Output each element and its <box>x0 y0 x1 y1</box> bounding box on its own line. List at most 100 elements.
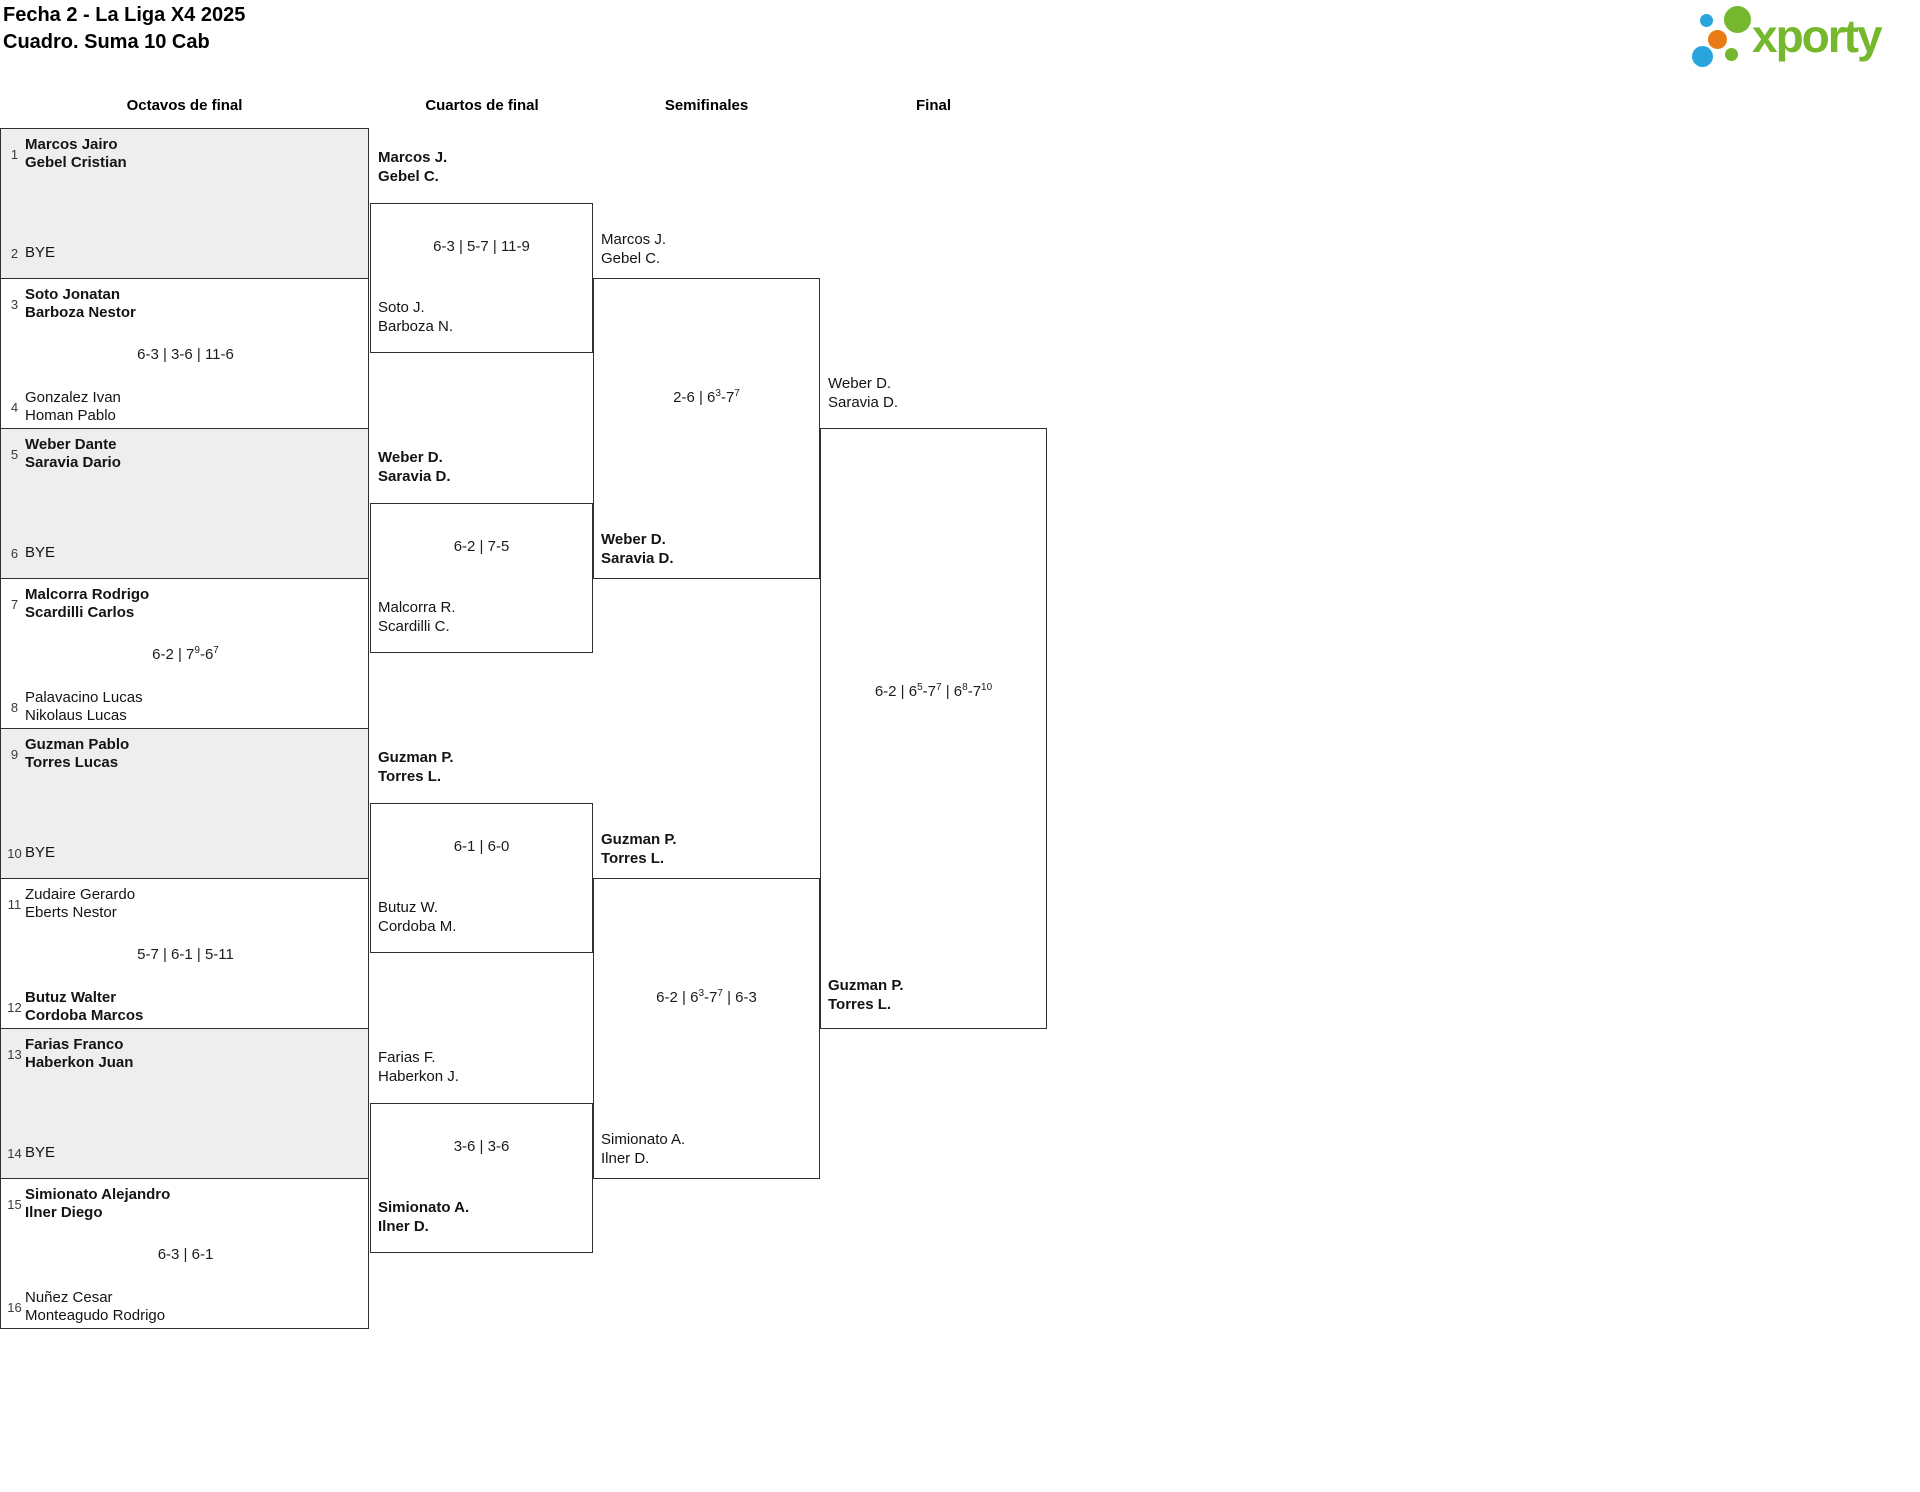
bracket-subtitle: Cuadro. Suma 10 Cab <box>3 31 210 53</box>
logo-dot-orange <box>1708 30 1727 49</box>
player-name: Gonzalez Ivan <box>25 389 121 406</box>
round-header-final: Final <box>915 97 951 114</box>
player-name: Soto Jonatan <box>25 286 121 303</box>
page-title: Fecha 2 - La Liga X4 2025 Cuadro. Suma 1… <box>3 2 245 56</box>
seed-number: 6 <box>10 545 19 561</box>
match-score: 6-3 | 6-1 <box>157 1246 214 1263</box>
player-name: Gebel Cristian <box>25 154 127 171</box>
qf3-team-bottom: Butuz W. Cordoba M. <box>378 899 457 935</box>
bye-entry: 14 BYE <box>4 1144 55 1162</box>
qf4-score: 3-6 | 3-6 <box>453 1138 510 1155</box>
player-name: Ilner Diego <box>25 1204 103 1221</box>
final-team-bottom: Guzman P. Torres L. <box>828 977 904 1013</box>
player-name: Eberts Nestor <box>25 904 117 921</box>
player-name: Marcos Jairo <box>25 136 118 153</box>
player-name: Malcorra Rodrigo <box>25 586 150 603</box>
qf2-connector <box>370 503 593 653</box>
team-entry: 8 Palavacino Lucas Nikolaus Lucas <box>4 689 143 725</box>
player-name: Simionato Alejandro <box>25 1186 171 1203</box>
final-score: 6-2 | 65-77 | 68-710 <box>874 682 993 701</box>
seed-number: 3 <box>10 296 19 312</box>
r16-box-6: 11 Zudaire Gerardo Eberts Nestor 5-7 | 6… <box>0 878 369 1029</box>
seed-number: 8 <box>10 699 19 715</box>
bye-label: BYE <box>25 244 56 261</box>
team-name: Simionato Alejandro Ilner Diego <box>25 1186 170 1222</box>
team-name: Butuz Walter Cordoba Marcos <box>25 989 143 1025</box>
team-entry: 13 Farias Franco Haberkon Juan <box>4 1036 133 1072</box>
team-entry: 16 Nuñez Cesar Monteagudo Rodrigo <box>4 1289 165 1325</box>
seed-number: 14 <box>7 1145 22 1161</box>
sf1-team-top: Marcos J. Gebel C. <box>601 231 667 267</box>
team-name: Farias Franco Haberkon Juan <box>25 1036 133 1072</box>
player-name: Zudaire Gerardo <box>25 886 136 903</box>
player-name: Butuz Walter <box>25 989 117 1006</box>
logo-dot-blue-small <box>1700 14 1713 27</box>
team-name: Malcorra Rodrigo Scardilli Carlos <box>25 586 149 622</box>
team-entry: 11 Zudaire Gerardo Eberts Nestor <box>4 886 135 922</box>
bye-entry: 2 BYE <box>4 244 55 262</box>
qf2-team-top: Weber D. Saravia D. <box>378 449 451 485</box>
seed-number: 10 <box>7 845 22 861</box>
xporty-logo[interactable]: xporty <box>1686 2 1918 70</box>
sf1-connector <box>593 278 820 579</box>
player-name: Barboza Nestor <box>25 304 136 321</box>
sf1-team-bottom: Weber D. Saravia D. <box>601 531 674 567</box>
r16-box-3: 5 Weber Dante Saravia Dario 6 BYE <box>0 428 369 579</box>
seed-number: 16 <box>7 1299 22 1315</box>
bye-label: BYE <box>25 1144 56 1161</box>
seed-number: 2 <box>10 245 19 261</box>
player-name: Farias Franco <box>25 1036 124 1053</box>
seed-number: 5 <box>10 446 19 462</box>
logo-dot-green-large <box>1724 6 1751 33</box>
seed-number: 13 <box>7 1046 22 1062</box>
qf4-team-top: Farias F. Haberkon J. <box>378 1049 459 1085</box>
seed-number: 9 <box>10 746 19 762</box>
match-score: 5-7 | 6-1 | 5-11 <box>137 946 234 963</box>
player-name: Guzman Pablo <box>25 736 130 753</box>
team-name: Nuñez Cesar Monteagudo Rodrigo <box>25 1289 165 1325</box>
r16-box-4: 7 Malcorra Rodrigo Scardilli Carlos 6-2 … <box>0 578 369 729</box>
seed-number: 12 <box>7 999 22 1015</box>
sf1-score: 2-6 | 63-77 <box>673 388 740 407</box>
bye-entry: 10 BYE <box>4 844 55 862</box>
qf3-connector <box>370 803 593 953</box>
qf1-score: 6-3 | 5-7 | 11-9 <box>433 238 530 255</box>
qf4-team-bottom: Simionato A. Ilner D. <box>378 1199 470 1235</box>
team-entry: 5 Weber Dante Saravia Dario <box>4 436 121 472</box>
seed-number: 1 <box>10 146 19 162</box>
final-connector <box>820 428 1047 1029</box>
match-score: 6-3 | 3-6 | 11-6 <box>137 346 234 363</box>
team-entry: 9 Guzman Pablo Torres Lucas <box>4 736 129 772</box>
r16-box-2: 3 Soto Jonatan Barboza Nestor 6-3 | 3-6 … <box>0 278 369 429</box>
qf3-score: 6-1 | 6-0 <box>453 838 510 855</box>
player-name: Haberkon Juan <box>25 1054 134 1071</box>
qf1-connector <box>370 203 593 353</box>
round-header-octavos: Octavos de final <box>126 97 243 114</box>
r16-box-8: 15 Simionato Alejandro Ilner Diego 6-3 |… <box>0 1178 369 1329</box>
team-name: Guzman Pablo Torres Lucas <box>25 736 129 772</box>
final-team-top: Weber D. Saravia D. <box>828 375 899 411</box>
team-entry: 12 Butuz Walter Cordoba Marcos <box>4 989 143 1025</box>
team-name: Marcos Jairo Gebel Cristian <box>25 136 127 172</box>
team-entry: 3 Soto Jonatan Barboza Nestor <box>4 286 136 322</box>
player-name: Nuñez Cesar <box>25 1289 113 1306</box>
seed-number: 7 <box>10 596 19 612</box>
round-header-semifinales: Semifinales <box>664 97 749 114</box>
bye-entry: 6 BYE <box>4 544 55 562</box>
seed-number: 4 <box>10 399 19 415</box>
logo-wordmark: xporty <box>1752 10 1883 62</box>
qf2-team-bottom: Malcorra R. Scardilli C. <box>378 599 456 635</box>
player-name: Torres Lucas <box>25 754 119 771</box>
player-name: Palavacino Lucas <box>25 689 143 706</box>
qf1-team-top: Marcos J. Gebel C. <box>378 149 448 185</box>
player-name: Saravia Dario <box>25 454 121 471</box>
team-entry: 1 Marcos Jairo Gebel Cristian <box>4 136 127 172</box>
team-name: Weber Dante Saravia Dario <box>25 436 121 472</box>
player-name: Cordoba Marcos <box>25 1007 144 1024</box>
qf1-team-bottom: Soto J. Barboza N. <box>378 299 454 335</box>
seed-number: 11 <box>7 896 22 912</box>
player-name: Monteagudo Rodrigo <box>25 1307 166 1324</box>
team-name: Zudaire Gerardo Eberts Nestor <box>25 886 135 922</box>
seed-number: 15 <box>7 1196 22 1212</box>
